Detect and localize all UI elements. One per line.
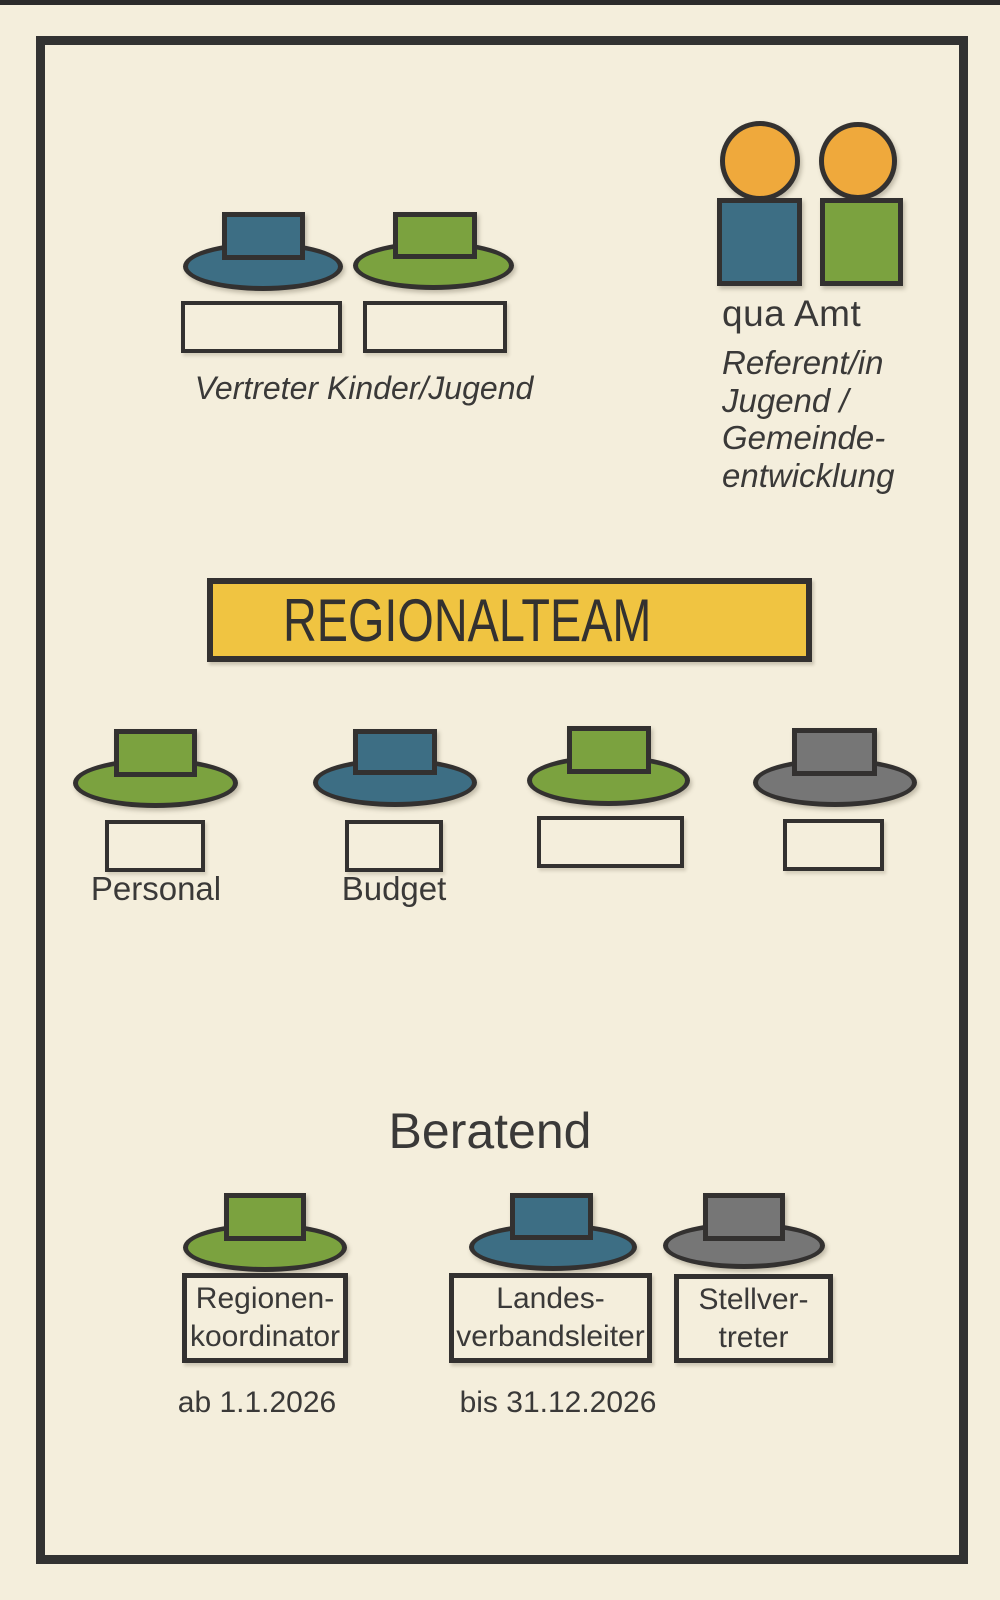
person-body xyxy=(717,198,802,286)
person-head xyxy=(720,121,800,201)
role-box-regionenkoordinator: Regionen- koordinator xyxy=(182,1273,348,1363)
top-edge-bar xyxy=(0,0,1000,5)
role-line: Landes- xyxy=(496,1282,605,1315)
hat-icon-green xyxy=(353,212,514,290)
hat-icon-green xyxy=(527,726,690,806)
heading-beratend: Beratend xyxy=(388,1103,592,1159)
hat-icon-gray xyxy=(663,1193,825,1269)
label-referent-block: Referent/in Jugend / Gemeinde- entwicklu… xyxy=(722,344,894,494)
hat-icon-green xyxy=(183,1193,347,1272)
role-line: verbandsleiter xyxy=(456,1320,645,1353)
caption-vertreter-kinder-jugend: Vertreter Kinder/Jugend xyxy=(194,370,534,406)
role-line: Regionen- xyxy=(195,1282,335,1315)
empty-name-slot xyxy=(537,816,684,868)
hat-icon-gray xyxy=(753,728,917,807)
person-body xyxy=(820,198,903,286)
hat-icon-teal xyxy=(183,212,343,291)
hat-crown xyxy=(353,729,437,775)
label-budget: Budget xyxy=(341,870,447,907)
empty-name-slot xyxy=(105,820,205,872)
hat-crown xyxy=(510,1193,593,1240)
date-ab-1-1-2026: ab 1.1.2026 xyxy=(177,1386,337,1419)
hat-crown xyxy=(222,212,305,260)
subtitle-line: entwicklung xyxy=(722,456,895,494)
hat-icon-green xyxy=(73,729,238,808)
role-line: treter xyxy=(718,1320,789,1354)
person-icon-green xyxy=(819,121,903,286)
empty-name-slot xyxy=(363,301,507,353)
hat-crown xyxy=(114,729,197,777)
diagram-frame-border xyxy=(36,36,968,1564)
role-box-landesverbandsleiter: Landes- verbandsleiter xyxy=(449,1273,652,1363)
hat-crown xyxy=(224,1193,306,1241)
banner-title: REGIONALTEAM xyxy=(283,586,652,654)
empty-name-slot xyxy=(783,819,884,871)
empty-name-slot xyxy=(181,301,342,353)
role-line: Stellver- xyxy=(698,1282,809,1316)
hat-crown xyxy=(703,1193,785,1241)
hat-crown xyxy=(567,726,651,774)
subtitle-line: Jugend / xyxy=(722,381,849,419)
date-bis-31-12-2026: bis 31.12.2026 xyxy=(459,1386,657,1419)
hat-crown xyxy=(792,728,877,776)
hat-icon-teal xyxy=(469,1193,637,1271)
hat-icon-teal xyxy=(313,729,477,807)
regionalteam-banner: REGIONALTEAM xyxy=(207,578,812,662)
label-personal: Personal xyxy=(90,870,222,907)
label-qua-amt: qua Amt xyxy=(722,293,862,334)
person-icon-teal xyxy=(717,121,802,286)
hat-crown xyxy=(393,212,477,259)
person-head xyxy=(819,122,897,200)
empty-name-slot xyxy=(345,820,443,872)
role-box-stellvertreter: Stellver- treter xyxy=(674,1274,833,1363)
subtitle-line: Gemeinde- xyxy=(722,419,886,456)
subtitle-line: Referent/in xyxy=(722,344,884,381)
role-line: koordinator xyxy=(189,1320,341,1353)
